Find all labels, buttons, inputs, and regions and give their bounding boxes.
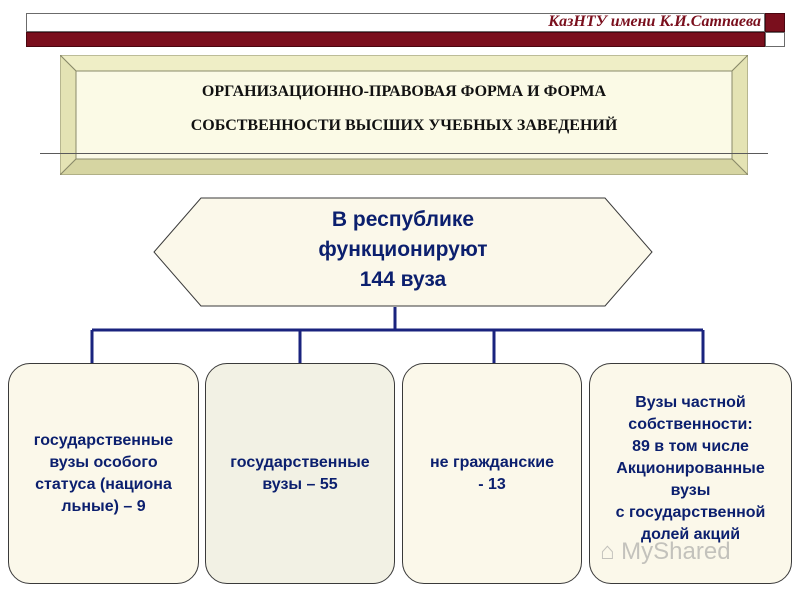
- header-stripe-bottom: [26, 32, 765, 47]
- root-node: В республике функционируют 144 вуза: [153, 197, 653, 307]
- slide-title: ОРГАНИЗАЦИОННО-ПРАВОВАЯ ФОРМА И ФОРМА СО…: [80, 75, 728, 143]
- child-node-state-universities: государственные вузы – 55: [205, 363, 395, 584]
- root-node-line-3: 144 вуза: [359, 268, 447, 291]
- child-node-national-universities: государственные вузы особого статуса (на…: [8, 363, 199, 584]
- child-node-non-civil-universities: не гражданские - 13: [402, 363, 582, 584]
- watermark: ⌂ MyShared: [600, 538, 731, 566]
- slide-title-line-1: ОРГАНИЗАЦИОННО-ПРАВОВАЯ ФОРМА И ФОРМА: [201, 83, 607, 100]
- slide-title-frame: ОРГАНИЗАЦИОННО-ПРАВОВАЯ ФОРМА И ФОРМА СО…: [60, 55, 748, 175]
- header-side-blocks: [765, 13, 785, 47]
- header-stripe-top: [26, 13, 765, 32]
- watermark-text: MyShared: [621, 538, 731, 565]
- child-node-text: не гражданские - 13: [429, 453, 555, 493]
- header-bar: КазНТУ имени К.И.Сатпаева: [26, 13, 765, 47]
- watermark-logo-icon: ⌂: [600, 538, 615, 565]
- child-node-text: государственные вузы особого статуса (на…: [33, 431, 174, 515]
- child-node-text: Вузы частной собственности: 89 в том чис…: [615, 394, 766, 543]
- header-title: КазНТУ имени К.И.Сатпаева: [548, 13, 761, 30]
- slide-title-line-2: СОБСТВЕННОСТИ ВЫСШИХ УЧЕБНЫХ ЗАВЕДЕНИЙ: [190, 117, 618, 134]
- root-node-shape: [153, 197, 653, 307]
- root-node-text: В республике функционируют 144 вуза: [153, 205, 653, 295]
- root-node-line-2: функционируют: [318, 238, 488, 261]
- header-side-block-bottom: [765, 32, 785, 47]
- child-node-private-universities: Вузы частной собственности: 89 в том чис…: [589, 363, 792, 584]
- child-node-text: государственные вузы – 55: [230, 453, 370, 493]
- header-side-block-top: [765, 13, 785, 32]
- title-divider: [40, 153, 768, 154]
- bevel-frame: [60, 55, 748, 175]
- root-node-line-1: В республике: [331, 208, 475, 231]
